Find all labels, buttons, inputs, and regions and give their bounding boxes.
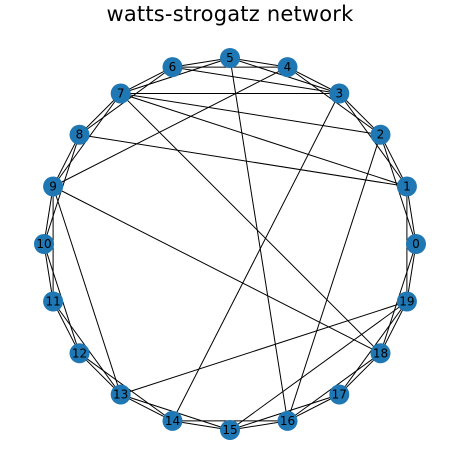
node-circle [329,83,350,104]
node-label: 2 [377,128,385,142]
node-label: 13 [113,388,128,402]
node-label: 19 [399,295,414,309]
node-7: 7 [110,83,131,104]
node-circle [277,410,298,431]
edge-9-13 [52,186,122,395]
node-16: 16 [277,410,298,431]
edge-layer [43,57,417,431]
node-label: 14 [165,414,180,428]
node-13: 13 [110,384,131,405]
node-circle [69,343,90,364]
node-14: 14 [162,410,183,431]
node-label: 9 [49,180,57,194]
edge-9-18 [52,186,381,354]
node-circle [329,384,350,405]
node-3: 3 [329,83,350,104]
node-0: 0 [406,234,426,254]
node-label: 15 [222,423,237,437]
node-label: 17 [332,388,347,402]
graph-title: watts-strogatz network [106,2,354,26]
node-label: 1 [403,180,411,194]
edge-2-7 [120,93,381,136]
edge-1-7 [120,93,408,187]
node-circle [396,291,417,312]
node-2: 2 [370,124,391,145]
edge-13-19 [120,301,408,395]
node-circle [43,291,64,312]
node-circle [370,124,391,145]
node-17: 17 [329,384,350,405]
node-12: 12 [69,343,90,364]
node-circle [162,57,183,78]
node-circle [110,384,131,405]
node-circle [162,410,183,431]
node-circle [43,176,64,197]
edge-3-14 [172,93,340,422]
node-circle [220,48,240,68]
node-19: 19 [396,291,417,312]
edge-4-9 [52,66,288,187]
node-15: 15 [220,420,240,440]
node-label: 8 [76,128,84,142]
node-label: 4 [284,60,292,74]
node-label: 18 [373,346,388,360]
node-label: 6 [169,60,177,74]
node-label: 10 [36,237,51,251]
node-circle [110,83,131,104]
node-4: 4 [277,57,298,78]
node-label: 0 [412,237,420,251]
node-circle [220,420,240,440]
node-10: 10 [34,234,54,254]
node-8: 8 [69,124,90,145]
node-label: 12 [72,346,87,360]
edge-7-18 [120,93,381,354]
edge-15-19 [229,301,408,431]
node-11: 11 [43,291,64,312]
node-circle [396,176,417,197]
node-circle [406,234,426,254]
node-label: 16 [280,414,295,428]
edge-3-6 [172,66,340,94]
node-circle [34,234,54,254]
node-5: 5 [220,48,240,68]
node-18: 18 [370,343,391,364]
edge-1-8 [79,134,407,187]
node-label: 3 [335,87,343,101]
edge-5-16 [229,57,288,421]
node-circle [370,343,391,364]
node-label: 7 [117,87,125,101]
node-9: 9 [43,176,64,197]
node-circle [277,57,298,78]
node-label: 11 [45,295,60,309]
edge-2-16 [287,134,381,422]
node-label: 5 [226,51,234,65]
node-6: 6 [162,57,183,78]
node-1: 1 [396,176,417,197]
node-circle [69,124,90,145]
